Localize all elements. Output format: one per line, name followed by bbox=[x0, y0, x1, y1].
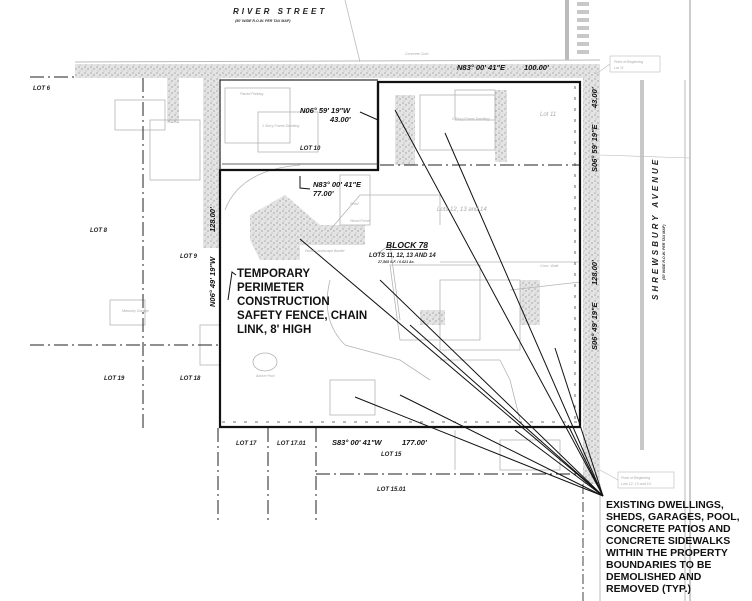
river-street-sidewalk bbox=[75, 64, 600, 78]
svg-text:REMOVED (TYP.): REMOVED (TYP.) bbox=[606, 583, 691, 595]
feature-label: Masonry Garage bbox=[122, 309, 149, 313]
block-area: 27,565 S.F. / 0.621 Ac. bbox=[377, 260, 415, 264]
feature-label: Wood Landscape Border bbox=[305, 249, 346, 253]
lot-label: Lot 11 bbox=[540, 112, 556, 118]
curb-line bbox=[74, 59, 601, 63]
river-street-label: RIVER STREET bbox=[233, 7, 327, 16]
lot-label: LOT 17.01 bbox=[277, 441, 306, 447]
lot-lines bbox=[30, 76, 580, 520]
feature-label: 1 Story Frame Dwelling bbox=[262, 124, 299, 128]
shrewsbury-avenue-row: (50' WIDE R.O.W. PER TAX MAP) bbox=[662, 224, 666, 280]
demolition-note: EXISTING DWELLINGS, SHEDS, GARAGES, POOL… bbox=[606, 499, 740, 595]
feature-label: Conc. Walk bbox=[540, 264, 559, 268]
feature-label: Shed bbox=[350, 202, 359, 206]
bearing-label: N83° 00' 41"E bbox=[457, 63, 506, 72]
lot-label: LOT 8 bbox=[90, 228, 108, 234]
svg-text:Point of Beginning: Point of Beginning bbox=[614, 60, 643, 64]
svg-text:CONSTRUCTION: CONSTRUCTION bbox=[237, 296, 330, 308]
fence-note: TEMPORARY PERIMETER CONSTRUCTION SAFETY … bbox=[237, 268, 367, 336]
bearing-label: S06° 59' 19"E bbox=[590, 123, 599, 172]
bearing-label: S83° 00' 41"W bbox=[332, 438, 383, 447]
walk bbox=[420, 310, 445, 325]
lot-label: LOT 10 bbox=[300, 146, 321, 152]
distance-label: 177.00' bbox=[402, 438, 427, 447]
svg-text:DEMOLISHED AND: DEMOLISHED AND bbox=[606, 571, 702, 583]
bearing-label: N06° 59' 19"W bbox=[300, 106, 351, 115]
distance-label: 77.00' bbox=[313, 189, 334, 198]
feature-label: Paved Parking bbox=[240, 92, 263, 96]
block-title: BLOCK 78 bbox=[386, 240, 428, 250]
lot-label: LOT 18 bbox=[180, 376, 201, 382]
svg-text:WITHIN THE PROPERTY: WITHIN THE PROPERTY bbox=[606, 547, 728, 559]
svg-text:TEMPORARY: TEMPORARY bbox=[237, 268, 310, 280]
road-edge bbox=[640, 80, 644, 450]
property-boundary bbox=[218, 80, 582, 429]
svg-text:SAFETY FENCE, CHAIN: SAFETY FENCE, CHAIN bbox=[237, 310, 367, 322]
distance-label: 43.00' bbox=[590, 87, 599, 109]
svg-text:BOUNDARIES TO BE: BOUNDARIES TO BE bbox=[606, 559, 711, 571]
patio bbox=[520, 280, 540, 325]
patio bbox=[250, 195, 365, 260]
shrewsbury-avenue-label: SHREWSBURY AVENUE bbox=[651, 157, 660, 300]
feature-label: Concrete Curb bbox=[405, 52, 428, 56]
bearing-label: N06° 49' 19"W bbox=[208, 256, 217, 307]
utility-pole bbox=[565, 0, 569, 60]
distance-label: 128.00' bbox=[590, 260, 599, 285]
bearing-label: N83° 00' 41"E bbox=[313, 180, 362, 189]
block-lots: LOTS 11, 12, 13 AND 14 bbox=[369, 253, 436, 259]
svg-text:Lots 12, 13 and 14: Lots 12, 13 and 14 bbox=[621, 482, 651, 486]
svg-text:Point of Beginning: Point of Beginning bbox=[621, 476, 650, 480]
svg-text:LINK, 8' HIGH: LINK, 8' HIGH bbox=[237, 324, 311, 336]
bearing-label: S06° 49' 19"E bbox=[590, 301, 599, 350]
point-of-beginning-lot11: Point of Beginning Lot 11 bbox=[595, 55, 661, 75]
lot-label: Lots 12, 13 and 14 bbox=[437, 207, 487, 213]
svg-text:CONCRETE SIDEWALKS: CONCRETE SIDEWALKS bbox=[606, 535, 730, 547]
patio bbox=[395, 95, 415, 165]
tie-line bbox=[599, 154, 691, 159]
feature-label: Wood Fence bbox=[350, 219, 370, 223]
shrewsbury-sidewalk bbox=[583, 64, 600, 484]
feature-label: 2 Story Frame Dwelling bbox=[451, 117, 489, 121]
driveway bbox=[203, 78, 221, 248]
lot-label: LOT 19 bbox=[104, 376, 125, 382]
svg-text:CONCRETE PATIOS AND: CONCRETE PATIOS AND bbox=[606, 523, 731, 535]
lot-label: LOT 9 bbox=[180, 254, 198, 260]
crosswalk bbox=[577, 2, 589, 54]
leader-lines bbox=[227, 109, 604, 497]
lot-10-outline bbox=[219, 79, 378, 170]
road-centerline bbox=[344, 0, 361, 63]
distance-label: 100.00' bbox=[524, 63, 549, 72]
distance-label: 43.00' bbox=[329, 115, 351, 124]
patio bbox=[495, 90, 507, 162]
svg-text:Lot 11: Lot 11 bbox=[614, 66, 624, 70]
lot-label: LOT 15 bbox=[381, 452, 402, 458]
river-street-row: (50' WIDE R.O.W. PER TAX MAP) bbox=[235, 19, 291, 23]
svg-text:EXISTING DWELLINGS,: EXISTING DWELLINGS, bbox=[606, 499, 724, 511]
distance-label: 128.00' bbox=[208, 207, 217, 232]
svg-text:SHEDS, GARAGES, POOL,: SHEDS, GARAGES, POOL, bbox=[606, 511, 740, 523]
lot-label: LOT 17 bbox=[236, 441, 257, 447]
svg-text:PERIMETER: PERIMETER bbox=[237, 282, 305, 294]
lot-label: LOT 6 bbox=[33, 86, 51, 92]
driveway bbox=[167, 78, 179, 123]
lot-label: LOT 15.01 bbox=[377, 487, 406, 493]
existing-structures bbox=[109, 87, 581, 471]
feature-label: Above Pool bbox=[255, 374, 275, 378]
point-of-beginning-lots-12-13-14: Point of Beginning Lots 12, 13 and 14 bbox=[599, 469, 675, 489]
